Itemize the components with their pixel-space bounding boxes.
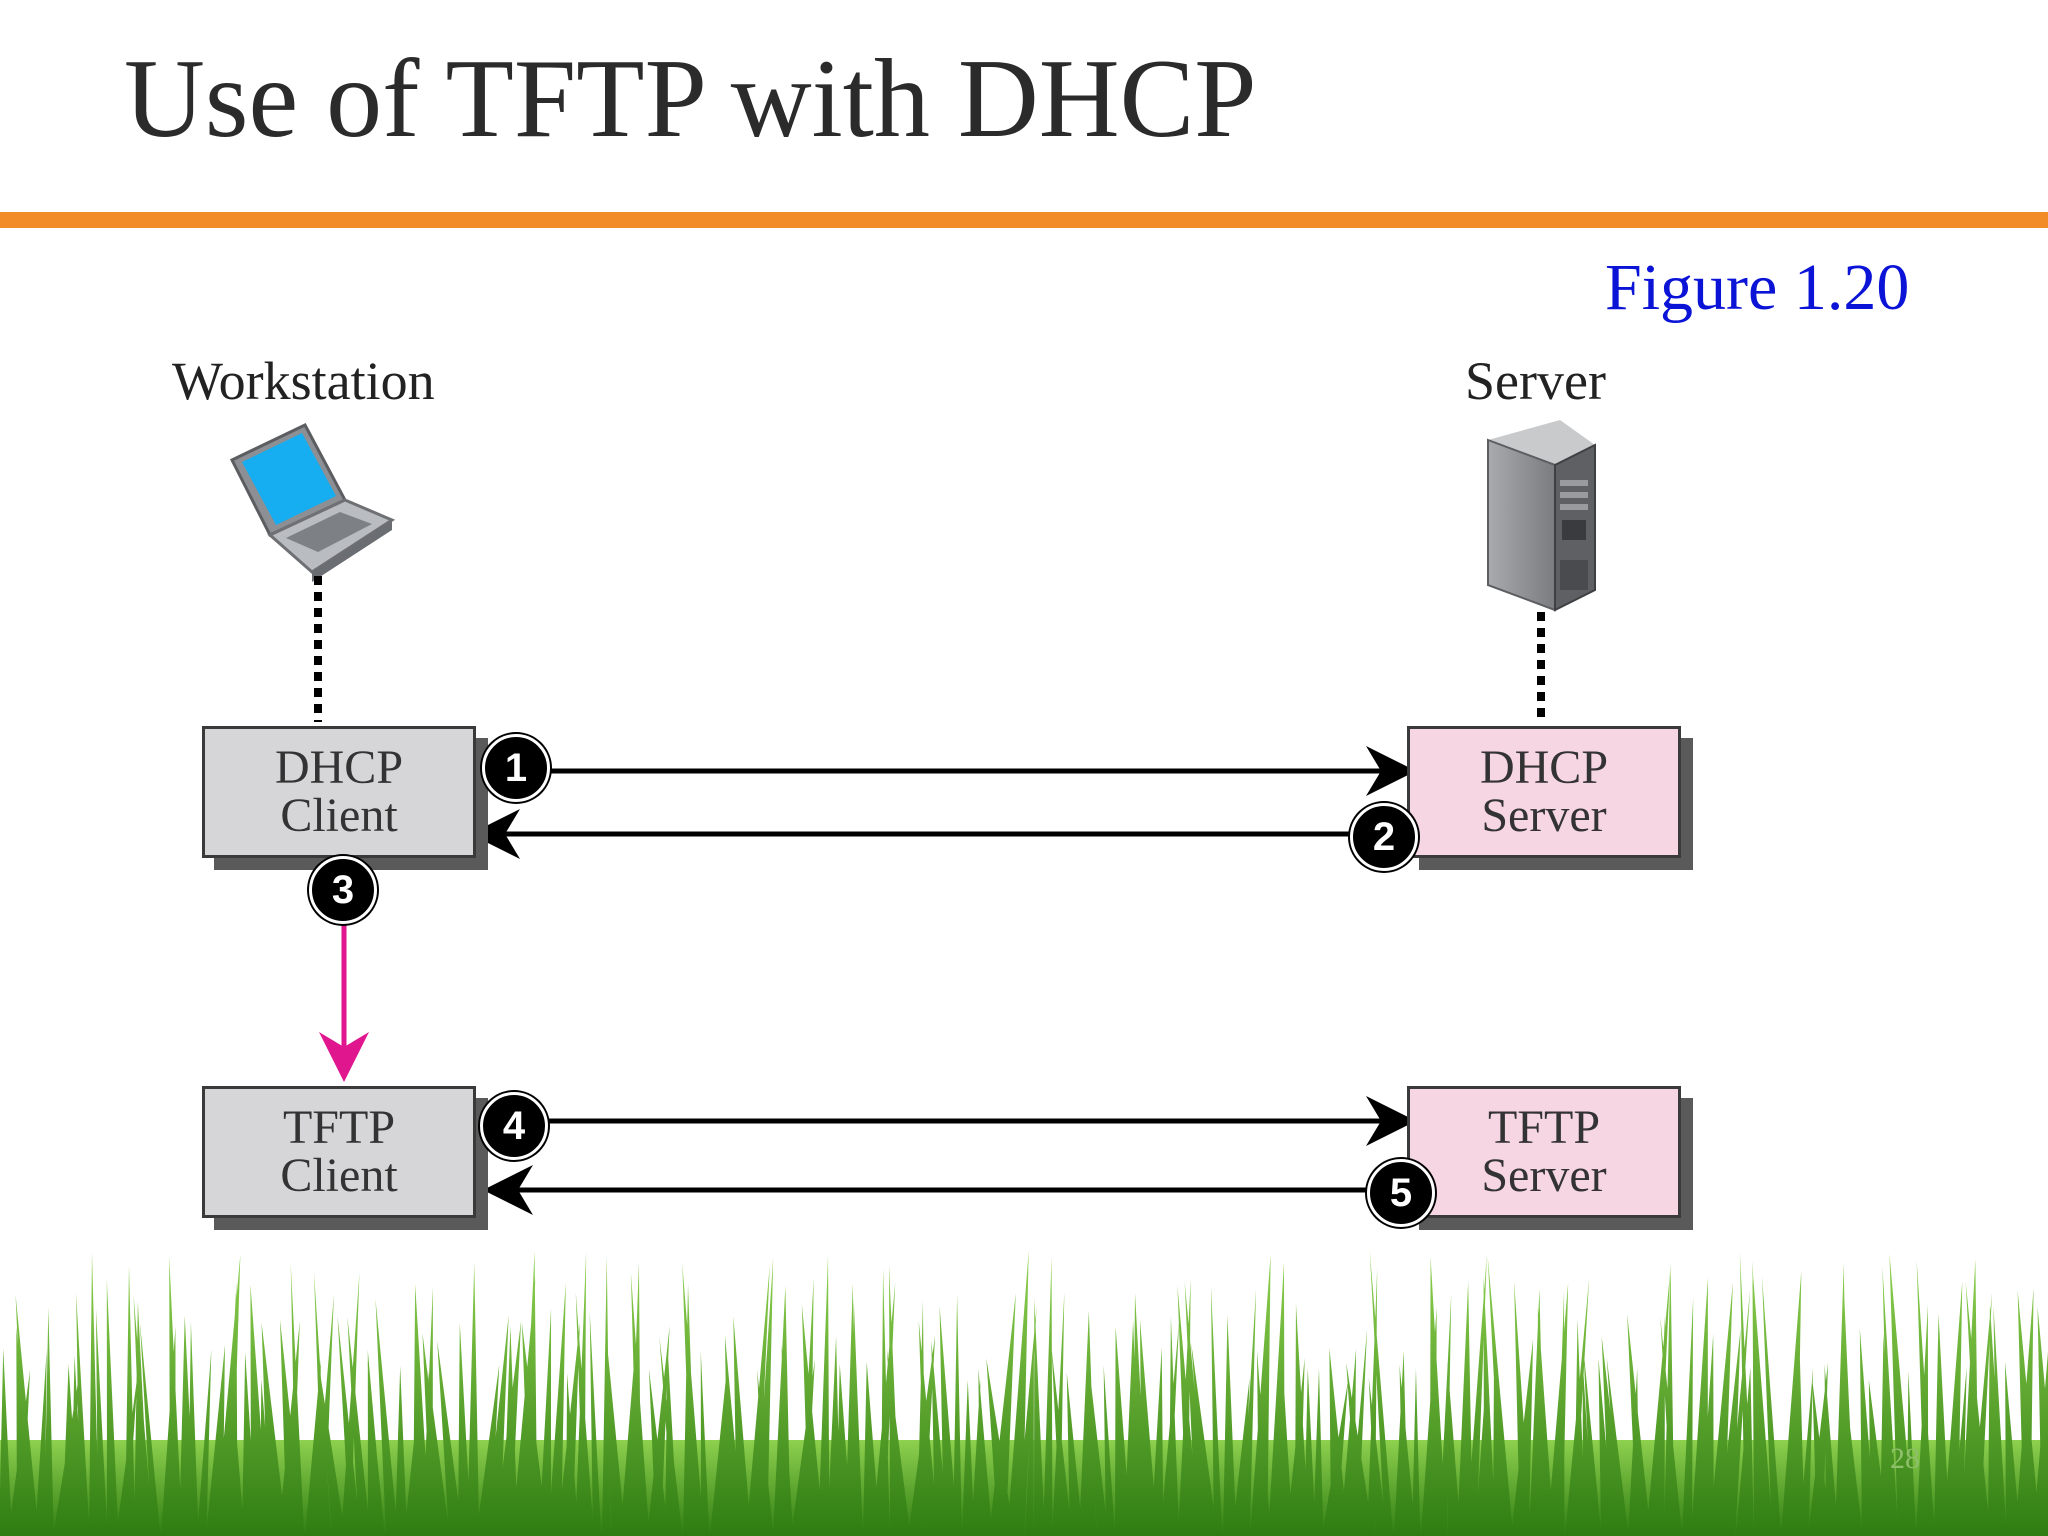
server-label: Server <box>1465 351 1606 411</box>
dhcp-server-line1: DHCP <box>1479 741 1609 794</box>
page-number: 28 <box>1890 1442 1920 1475</box>
step-badge-3: 3 <box>309 856 377 924</box>
figure-label: Figure 1.20 <box>1605 251 1910 324</box>
title-underline <box>0 212 2048 228</box>
tftp-client-line1: TFTP <box>282 1101 396 1154</box>
workstation-label: Workstation <box>172 351 435 411</box>
tftp-server-box: TFTP Server <box>1407 1086 1681 1218</box>
grass-decoration <box>0 1250 2048 1536</box>
dhcp-server-line2: Server <box>1481 789 1607 842</box>
dhcp-client-box: DHCP Client <box>202 726 476 858</box>
dhcp-server-box: DHCP Server <box>1407 726 1681 858</box>
dhcp-client-line1: DHCP <box>274 741 404 794</box>
tftp-server-line1: TFTP <box>1487 1101 1601 1154</box>
slide-title: Use of TFTP with DHCP <box>124 37 1257 161</box>
dhcp-client-line2: Client <box>280 789 398 842</box>
step-badge-2: 2 <box>1350 803 1418 871</box>
laptop-icon <box>229 423 396 582</box>
step-badge-1: 1 <box>482 734 550 802</box>
step-badge-5: 5 <box>1367 1159 1435 1227</box>
tftp-server-line2: Server <box>1481 1149 1607 1202</box>
tftp-client-line2: Client <box>280 1149 398 1202</box>
step-badge-4: 4 <box>480 1092 548 1160</box>
tftp-client-box: TFTP Client <box>202 1086 476 1218</box>
server-tower-icon <box>1487 420 1596 612</box>
